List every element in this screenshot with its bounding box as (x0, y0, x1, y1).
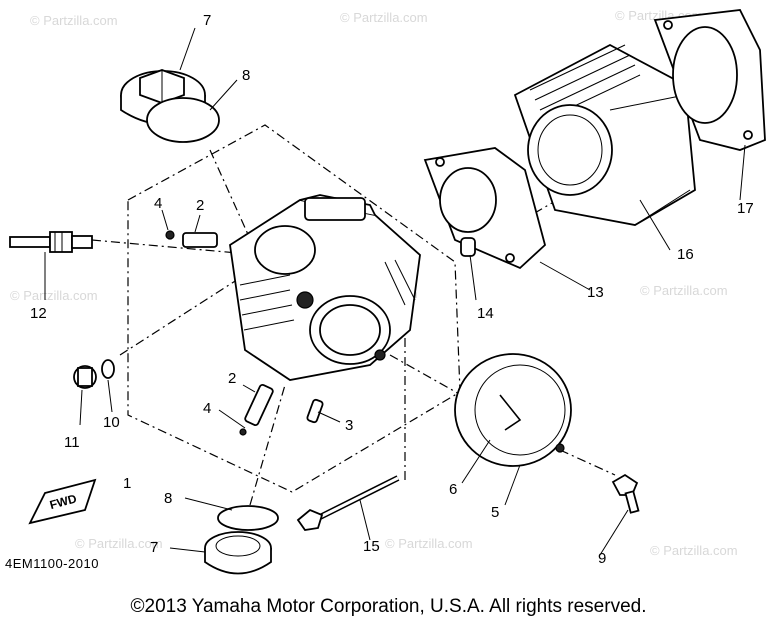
leader-9 (559, 449, 616, 476)
side-cover (454, 353, 572, 467)
callout-13: 13 (587, 284, 604, 301)
washer-10 (101, 359, 115, 379)
callout-6: 6 (449, 481, 457, 498)
plug-11 (73, 365, 97, 389)
head-gasket (653, 9, 766, 151)
leader-lines (44, 27, 746, 556)
dowel-14 (460, 237, 476, 257)
watermark-6: © Partzilla.com (75, 536, 163, 551)
watermark-4: © Partzilla.com (640, 283, 728, 298)
leader-8-bottom (249, 384, 286, 506)
spark-plug (9, 231, 93, 253)
callout-1: 1 (123, 475, 131, 492)
copyright-notice: ©2013 Yamaha Motor Corporation, U.S.A. A… (130, 596, 647, 617)
cylinder-gasket (423, 147, 547, 270)
bolt-9 (611, 473, 640, 514)
cylinder (513, 43, 696, 226)
watermarks: © Partzilla.com © Partzilla.com © Partzi… (10, 8, 738, 558)
watermark-9: © Partzilla.com (10, 288, 98, 303)
callout-8-bottom: 8 (164, 490, 172, 507)
callout-8-top: 8 (242, 67, 250, 84)
watermark-7: © Partzilla.com (385, 536, 473, 551)
watermark-8: © Partzilla.com (650, 543, 738, 558)
diagram-code: 4EM1100-2010 (5, 556, 99, 571)
watermark-2: © Partzilla.com (340, 10, 428, 25)
long-bolt (296, 475, 400, 531)
callout-16: 16 (677, 246, 694, 263)
callout-9: 9 (598, 550, 606, 567)
cylinder-head (229, 194, 421, 381)
fwd-label: FWD (48, 491, 78, 512)
callout-4-top: 4 (154, 195, 162, 212)
callout-3: 3 (345, 417, 353, 434)
watermark-1: © Partzilla.com (30, 13, 118, 28)
leader-6 (389, 354, 471, 401)
callout-2-top: 2 (196, 197, 204, 214)
o-ring-top (146, 97, 220, 143)
callout-11: 11 (64, 434, 80, 451)
callout-7-top: 7 (203, 12, 211, 29)
callout-4-bottom: 4 (203, 400, 211, 417)
callout-17: 17 (737, 200, 754, 217)
o-ring-bottom (217, 505, 279, 531)
callout-5: 5 (491, 504, 499, 521)
callout-14: 14 (477, 305, 494, 322)
dowel-3 (306, 398, 324, 424)
stud-upper (165, 230, 218, 248)
callouts: 7 8 2 4 12 11 10 2 4 3 1 8 7 15 6 5 9 14… (30, 12, 754, 567)
callout-2-bottom: 2 (228, 370, 236, 387)
callout-15: 15 (363, 538, 380, 555)
callout-7-bottom: 7 (150, 539, 158, 556)
stud-lower (239, 384, 274, 436)
callout-10: 10 (103, 414, 120, 431)
filler-cap-bottom (204, 531, 272, 575)
fwd-arrow: FWD (28, 478, 97, 525)
callout-12: 12 (30, 305, 47, 322)
